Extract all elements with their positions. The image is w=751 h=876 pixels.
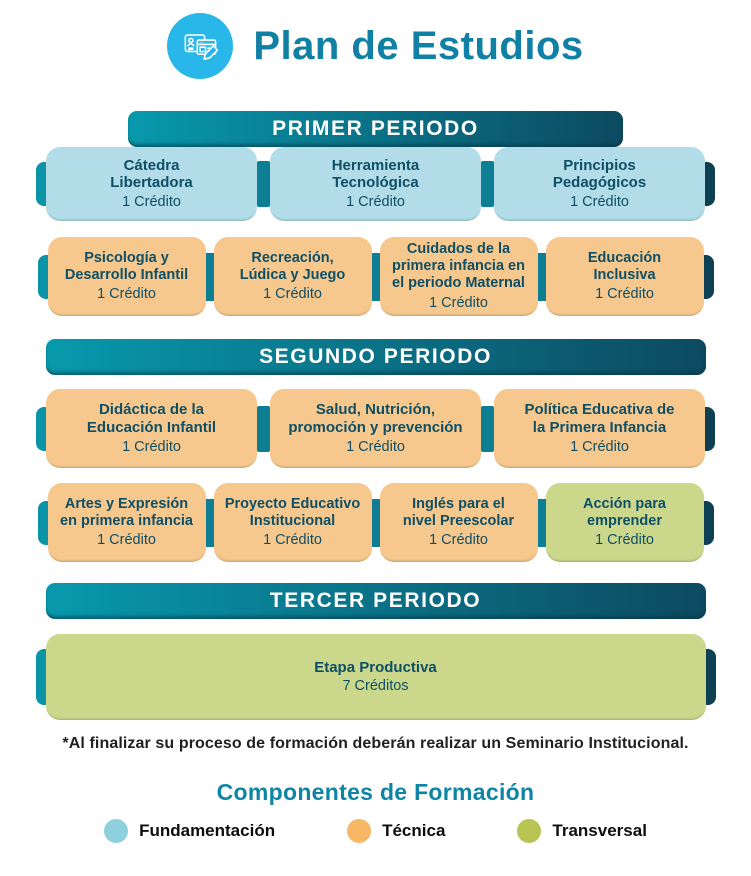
course-card: Cátedra Libertadora 1 Crédito xyxy=(46,147,257,221)
connector-tab xyxy=(368,498,383,547)
course-title: Etapa Productiva xyxy=(314,658,437,676)
course-credits: 1 Crédito xyxy=(346,438,405,455)
course-row: Artes y Expresión en primera infancia 1 … xyxy=(0,483,751,562)
course-credits: 1 Crédito xyxy=(122,194,181,211)
course-title: Recreación, Lúdica y Juego xyxy=(239,249,346,283)
study-plan-icon xyxy=(167,13,234,79)
course-credits: 1 Crédito xyxy=(429,294,488,311)
course-credits: 1 Crédito xyxy=(570,438,629,455)
course-card: Educación Inclusiva 1 Crédito xyxy=(545,237,704,316)
course-title: Didáctica de la Educación Infantil xyxy=(86,401,217,436)
course-credits: 1 Crédito xyxy=(570,194,629,211)
course-card: Proyecto Educativo Institucional 1 Crédi… xyxy=(213,483,372,562)
legend-title: Componentes de Formación xyxy=(216,779,535,805)
legend-item-fundamentacion: Fundamentación xyxy=(104,819,275,843)
course-credits: 1 Crédito xyxy=(122,438,181,455)
legend-item-tecnica: Técnica xyxy=(347,819,445,843)
transversal-dot-icon xyxy=(517,819,542,843)
connector-tab xyxy=(257,405,270,452)
course-title: Inglés para el nivel Preescolar xyxy=(402,495,515,529)
course-row: Cátedra Libertadora 1 Crédito Herramient… xyxy=(0,147,751,221)
connector-tab xyxy=(257,161,270,207)
course-card: Herramienta Tecnológica 1 Crédito xyxy=(270,147,481,221)
connector-tab xyxy=(481,405,494,452)
course-credits: 1 Crédito xyxy=(595,286,654,303)
course-credits: 1 Crédito xyxy=(429,532,488,549)
course-title: Proyecto Educativo Institucional xyxy=(224,495,361,529)
course-credits: 1 Crédito xyxy=(595,532,654,549)
course-title: Cuidados de la primera infancia en el pe… xyxy=(392,241,525,292)
course-credits: 7 Créditos xyxy=(342,678,409,695)
connector-tab xyxy=(202,252,217,301)
course-title: Política Educativa de la Primera Infanci… xyxy=(524,401,675,436)
legend-label: Transversal xyxy=(552,821,647,840)
course-row: Psicología y Desarrollo Infantil 1 Crédi… xyxy=(0,237,751,316)
legend-label: Fundamentación xyxy=(139,821,276,840)
course-card: Etapa Productiva 7 Créditos xyxy=(45,634,706,720)
legend-item-transversal: Transversal xyxy=(517,819,647,843)
course-title: Acción para emprender xyxy=(583,495,666,529)
course-card: Política Educativa de la Primera Infanci… xyxy=(494,389,705,468)
legend: Fundamentación Técnica Transversal xyxy=(0,819,751,843)
course-title: Herramienta Tecnológica xyxy=(331,156,420,192)
course-credits: 1 Crédito xyxy=(346,194,405,211)
period-banner-primer: PRIMER PERIODO xyxy=(128,111,623,147)
course-row: Didáctica de la Educación Infantil 1 Cré… xyxy=(0,389,751,468)
tecnica-dot-icon xyxy=(347,819,372,843)
course-card: Salud, Nutrición, promoción y prevención… xyxy=(270,389,481,468)
course-card: Artes y Expresión en primera infancia 1 … xyxy=(47,483,206,562)
connector-tab xyxy=(202,498,217,547)
connector-tab xyxy=(481,161,494,207)
footnote: *Al finalizar su proceso de formación de… xyxy=(62,735,689,752)
connector-tab xyxy=(534,252,549,301)
course-card: Principios Pedagógicos 1 Crédito xyxy=(494,147,705,221)
connector-tab xyxy=(534,498,549,547)
course-card: Psicología y Desarrollo Infantil 1 Crédi… xyxy=(47,237,206,316)
course-card: Acción para emprender 1 Crédito xyxy=(545,483,704,562)
course-title: Psicología y Desarrollo Infantil xyxy=(64,249,189,283)
page-title: Plan de Estudios xyxy=(253,23,584,68)
page-header: Plan de Estudios xyxy=(0,0,751,80)
period-banner-tercer: TERCER PERIODO xyxy=(45,583,706,619)
course-credits: 1 Crédito xyxy=(263,532,322,549)
period-banner-segundo: SEGUNDO PERIODO xyxy=(45,339,706,375)
fundamentacion-dot-icon xyxy=(104,819,129,843)
connector-tab xyxy=(368,252,383,301)
course-title: Educación Inclusiva xyxy=(587,249,662,283)
course-credits: 1 Crédito xyxy=(97,286,156,303)
course-row: Etapa Productiva 7 Créditos xyxy=(0,634,751,720)
course-card: Didáctica de la Educación Infantil 1 Cré… xyxy=(46,389,257,468)
course-credits: 1 Crédito xyxy=(97,532,156,549)
course-card: Cuidados de la primera infancia en el pe… xyxy=(379,237,538,316)
course-title: Principios Pedagógicos xyxy=(552,156,647,192)
course-title: Salud, Nutrición, promoción y prevención xyxy=(288,401,463,436)
legend-label: Técnica xyxy=(382,821,446,840)
course-card: Inglés para el nivel Preescolar 1 Crédit… xyxy=(379,483,538,562)
course-credits: 1 Crédito xyxy=(263,286,322,303)
course-title: Artes y Expresión en primera infancia xyxy=(60,495,193,529)
course-card: Recreación, Lúdica y Juego 1 Crédito xyxy=(213,237,372,316)
course-title: Cátedra Libertadora xyxy=(110,156,193,192)
